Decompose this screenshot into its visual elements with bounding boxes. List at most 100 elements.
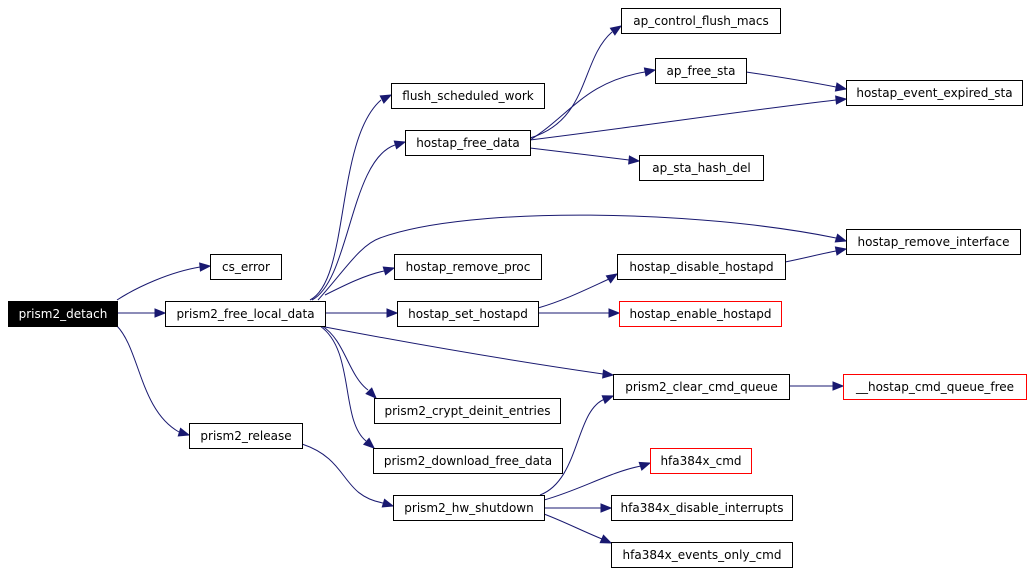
arrow-head-icon — [628, 155, 641, 165]
node-box[interactable] — [639, 155, 764, 181]
node-prism2-release[interactable]: prism2_release — [189, 423, 303, 449]
edge-line — [116, 266, 201, 301]
node-label: hostap_remove_interface — [858, 235, 1010, 249]
node-flush-scheduled-work[interactable]: flush_scheduled_work — [391, 83, 545, 109]
edge-line — [317, 214, 837, 301]
node-cs-error[interactable]: cs_error — [210, 254, 282, 280]
edge-prism2_hw_shutdown-to-hfa384x_cmd — [543, 461, 652, 501]
edge-prism2_hw_shutdown-to-prism2_clear_cmd_queue — [539, 395, 615, 496]
node-label: hostap_event_expired_sta — [856, 86, 1012, 100]
node-ap-control-flush-macs[interactable]: ap_control_flush_macs — [621, 8, 781, 34]
node-box[interactable] — [619, 301, 782, 327]
arrow-head-icon — [605, 273, 619, 284]
edge-line — [529, 99, 837, 141]
arrow-head-icon — [835, 95, 848, 105]
node-hfa384x-cmd[interactable]: hfa384x_cmd — [650, 448, 752, 474]
edge-hostap_set_hostapd-to-hostap_enable_hostapd — [538, 308, 621, 318]
edge-prism2_free_local_data-to-hostap_remove_interface — [317, 214, 848, 301]
node-label: hostap_disable_hostapd — [629, 260, 773, 274]
node-box[interactable] — [8, 301, 118, 327]
arrow-head-icon — [609, 25, 623, 36]
node---hostap-cmd-queue-free[interactable]: __hostap_cmd_queue_free — [843, 374, 1027, 400]
node-box[interactable] — [165, 301, 326, 327]
node-prism2-detach[interactable]: prism2_detach — [8, 301, 118, 327]
edge-line — [784, 250, 837, 263]
arrow-head-icon — [382, 266, 396, 276]
node-prism2-free-local-data[interactable]: prism2_free_local_data — [165, 301, 326, 327]
node-box[interactable] — [843, 374, 1027, 400]
node-prism2-download-free-data[interactable]: prism2_download_free_data — [373, 448, 563, 474]
node-label: hfa384x_cmd — [660, 454, 741, 468]
node-label: hostap_free_data — [416, 136, 520, 150]
edge-hostap_disable_hostapd-to-hostap_remove_interface — [784, 246, 848, 263]
edge-line — [529, 31, 613, 139]
edge-hostap_free_data-to-ap_free_sta — [529, 67, 657, 141]
node-box[interactable] — [391, 83, 545, 109]
node-label: prism2_release — [200, 429, 291, 443]
node-hfa384x-events-only-cmd[interactable]: hfa384x_events_only_cmd — [611, 542, 793, 568]
edge-line — [537, 278, 610, 309]
node-box[interactable] — [189, 423, 303, 449]
node-box[interactable] — [405, 130, 531, 156]
node-box[interactable] — [613, 374, 790, 400]
node-label: prism2_detach — [19, 307, 108, 321]
node-hostap-set-hostapd[interactable]: hostap_set_hostapd — [397, 301, 539, 327]
node-label: hostap_set_hostapd — [408, 307, 528, 321]
arrow-head-icon — [601, 395, 615, 405]
node-box[interactable] — [393, 495, 545, 521]
node-label: __hostap_cmd_queue_free — [855, 380, 1014, 394]
edge-hostap_free_data-to-hostap_event_expired_sta — [529, 95, 848, 141]
node-box[interactable] — [655, 58, 747, 84]
node-hostap-enable-hostapd[interactable]: hostap_enable_hostapd — [619, 301, 782, 327]
edges-layer — [116, 25, 848, 544]
edge-line — [745, 71, 837, 88]
node-label: ap_sta_hash_del — [652, 161, 750, 175]
node-hfa384x-disable-interrupts[interactable]: hfa384x_disable_interrupts — [611, 495, 793, 521]
node-box[interactable] — [611, 495, 793, 521]
arrow-head-icon — [834, 233, 848, 243]
edge-line — [543, 465, 642, 501]
edge-prism2_free_local_data-to-hostap_set_hostapd — [325, 308, 399, 318]
arrow-head-icon — [643, 67, 657, 77]
node-box[interactable] — [373, 448, 563, 474]
edge-prism2_release-to-prism2_hw_shutdown — [301, 443, 395, 508]
node-box[interactable] — [621, 8, 781, 34]
node-box[interactable] — [394, 254, 542, 280]
edge-prism2_free_local_data-to-prism2_download_free_data — [319, 325, 376, 449]
node-box[interactable] — [650, 448, 752, 474]
node-prism2-hw-shutdown[interactable]: prism2_hw_shutdown — [393, 495, 545, 521]
node-box[interactable] — [846, 80, 1023, 106]
edge-prism2_clear_cmd_queue-to-__hostap_cmd_queue_free — [789, 381, 845, 391]
node-hostap-remove-proc[interactable]: hostap_remove_proc — [394, 254, 542, 280]
arrow-head-icon — [365, 387, 377, 399]
node-hostap-disable-hostapd[interactable]: hostap_disable_hostapd — [617, 254, 786, 280]
node-label: cs_error — [222, 260, 270, 274]
nodes-layer: prism2_detach cs_error prism2_free_local_d… — [8, 8, 1027, 568]
node-box[interactable] — [611, 542, 793, 568]
node-box[interactable] — [374, 398, 561, 424]
node-box[interactable] — [846, 229, 1021, 255]
node-label: hostap_enable_hostapd — [629, 307, 771, 321]
node-box[interactable] — [397, 301, 539, 327]
node-label: hfa384x_events_only_cmd — [623, 548, 782, 562]
node-prism2-clear-cmd-queue[interactable]: prism2_clear_cmd_queue — [613, 374, 790, 400]
edge-line — [319, 325, 367, 442]
node-hostap-free-data[interactable]: hostap_free_data — [405, 130, 531, 156]
arrow-head-icon — [602, 369, 615, 379]
arrow-head-icon — [834, 246, 848, 256]
node-hostap-event-expired-sta[interactable]: hostap_event_expired_sta — [846, 80, 1023, 106]
edge-ap_free_sta-to-hostap_event_expired_sta — [745, 71, 848, 92]
node-ap-sta-hash-del[interactable]: ap_sta_hash_del — [639, 155, 764, 181]
edge-line — [529, 147, 630, 161]
node-box[interactable] — [210, 254, 282, 280]
edge-line — [324, 326, 604, 375]
arrow-head-icon — [177, 427, 191, 437]
node-hostap-remove-interface[interactable]: hostap_remove_interface — [846, 229, 1021, 255]
node-box[interactable] — [617, 254, 786, 280]
node-label: prism2_crypt_deinit_entries — [385, 404, 551, 418]
node-prism2-crypt-deinit-entries[interactable]: prism2_crypt_deinit_entries — [374, 398, 561, 424]
node-label: prism2_clear_cmd_queue — [625, 380, 778, 394]
edge-prism2_detach-to-cs_error — [116, 262, 212, 301]
edge-prism2_detach-to-prism2_release — [116, 325, 191, 437]
node-ap-free-sta[interactable]: ap_free_sta — [655, 58, 747, 84]
